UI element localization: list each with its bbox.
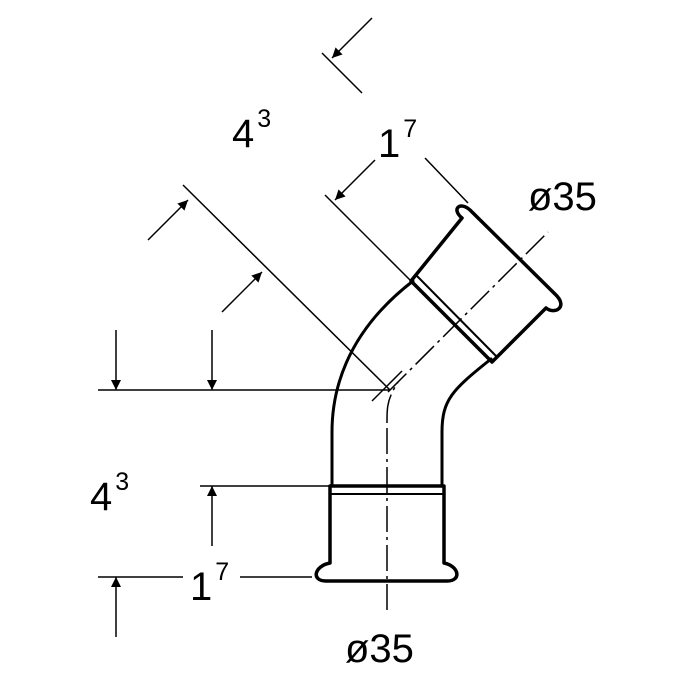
- diagonal-extension-3: [321, 52, 363, 94]
- diameter-bottom-label: ø35: [345, 627, 414, 671]
- bend-outer-wall: [330, 279, 415, 434]
- dimension-lines: [98, 52, 469, 578]
- elbow-fitting: [314, 204, 563, 583]
- diagonal-extension-1: [182, 184, 391, 391]
- bend-inner-wall: [440, 357, 493, 434]
- bottom-body-outline: [330, 430, 444, 488]
- arrow-diag-mid-left: [221, 271, 263, 313]
- center-lines: [386, 231, 549, 610]
- diagonal-extension-4: [424, 157, 469, 204]
- dimension-arrows: [111, 17, 376, 637]
- bend-axis-arc: [386, 381, 399, 421]
- diameter-top-label: ø35: [528, 175, 597, 219]
- arrow-diag-top: [331, 17, 373, 59]
- top-socket: [409, 204, 563, 364]
- arrow-diag-mid: [334, 159, 376, 201]
- top-socket-ring: [416, 275, 498, 358]
- arrow-diag-upper-left: [147, 199, 189, 241]
- top-axis-line: [387, 231, 549, 393]
- diagonal-extension-2: [324, 194, 413, 283]
- bottom-socket: [314, 484, 459, 583]
